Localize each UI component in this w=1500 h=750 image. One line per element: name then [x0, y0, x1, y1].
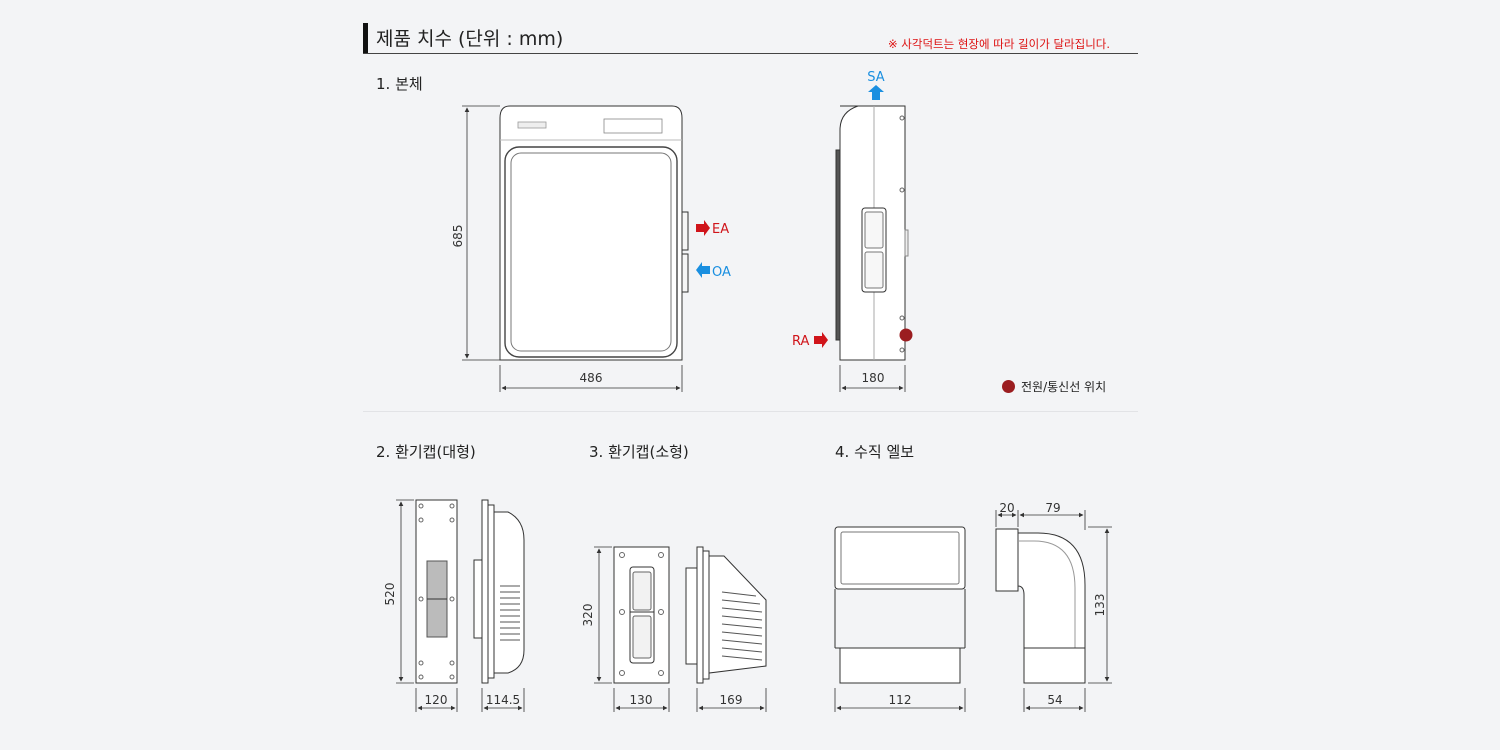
legend-power-comm: 전원/통신선 위치 [1002, 378, 1106, 395]
main-unit-side-view [835, 105, 909, 361]
elbow-side-view [995, 528, 1086, 684]
dim-small-width: 130 [630, 693, 653, 707]
main-unit-front-view [499, 105, 689, 361]
side-depth-dimension [839, 365, 906, 392]
dim-large-height: 520 [383, 583, 397, 606]
section-title-main-unit: 1. 본체 [376, 75, 423, 93]
duct-length-note: ※ 사각덕트는 현장에 따라 길이가 달라집니다. [888, 37, 1111, 51]
elbow-front-dimension [834, 688, 966, 712]
page-title: 제품 치수 (단위 : mm) [376, 28, 564, 50]
large-cap-side-view [473, 499, 525, 684]
small-cap-side-view [685, 546, 767, 684]
small-cap-front-view [613, 546, 670, 684]
dim-small-depth: 169 [720, 693, 743, 707]
dim-small-height: 320 [581, 604, 595, 627]
dim-elbow-bottom: 54 [1047, 693, 1062, 707]
section-title-large-cap: 2. 환기캡(대형) [376, 443, 476, 461]
dim-elbow-top-a: 20 [999, 501, 1014, 515]
small-cap-dimensions [594, 546, 767, 712]
legend-label: 전원/통신선 위치 [1021, 380, 1107, 394]
ea-arrow-icon [696, 220, 710, 236]
elbow-front-view [834, 526, 966, 684]
sa-arrow-icon [868, 85, 884, 100]
main-height-dimension [462, 105, 500, 361]
dim-main-width: 486 [580, 371, 603, 385]
title-bar-accent [363, 23, 368, 53]
power-comm-location-marker [899, 328, 913, 342]
ra-arrow-icon [814, 332, 828, 348]
label-ea: EA [712, 222, 729, 237]
section-title-vertical-elbow: 4. 수직 엘보 [835, 443, 915, 461]
dim-large-depth: 114.5 [486, 693, 520, 707]
legend-dot-icon [1002, 380, 1015, 393]
dim-elbow-width: 112 [889, 693, 912, 707]
section-title-small-cap: 3. 환기캡(소형) [589, 443, 689, 461]
label-oa: OA [712, 265, 731, 280]
dim-elbow-top-b: 79 [1045, 501, 1060, 515]
dim-large-width: 120 [425, 693, 448, 707]
large-cap-front-view [415, 499, 458, 684]
label-ra: RA [792, 334, 810, 349]
dim-main-height: 685 [451, 225, 465, 248]
title-divider [363, 53, 1138, 54]
main-width-dimension [499, 365, 683, 392]
large-cap-dimensions [396, 499, 525, 712]
oa-arrow-icon [696, 262, 710, 278]
dim-side-depth: 180 [862, 371, 885, 385]
label-sa: SA [867, 70, 884, 85]
elbow-side-dimensions [995, 510, 1112, 712]
section-divider [363, 411, 1138, 412]
dim-elbow-height: 133 [1093, 594, 1107, 617]
